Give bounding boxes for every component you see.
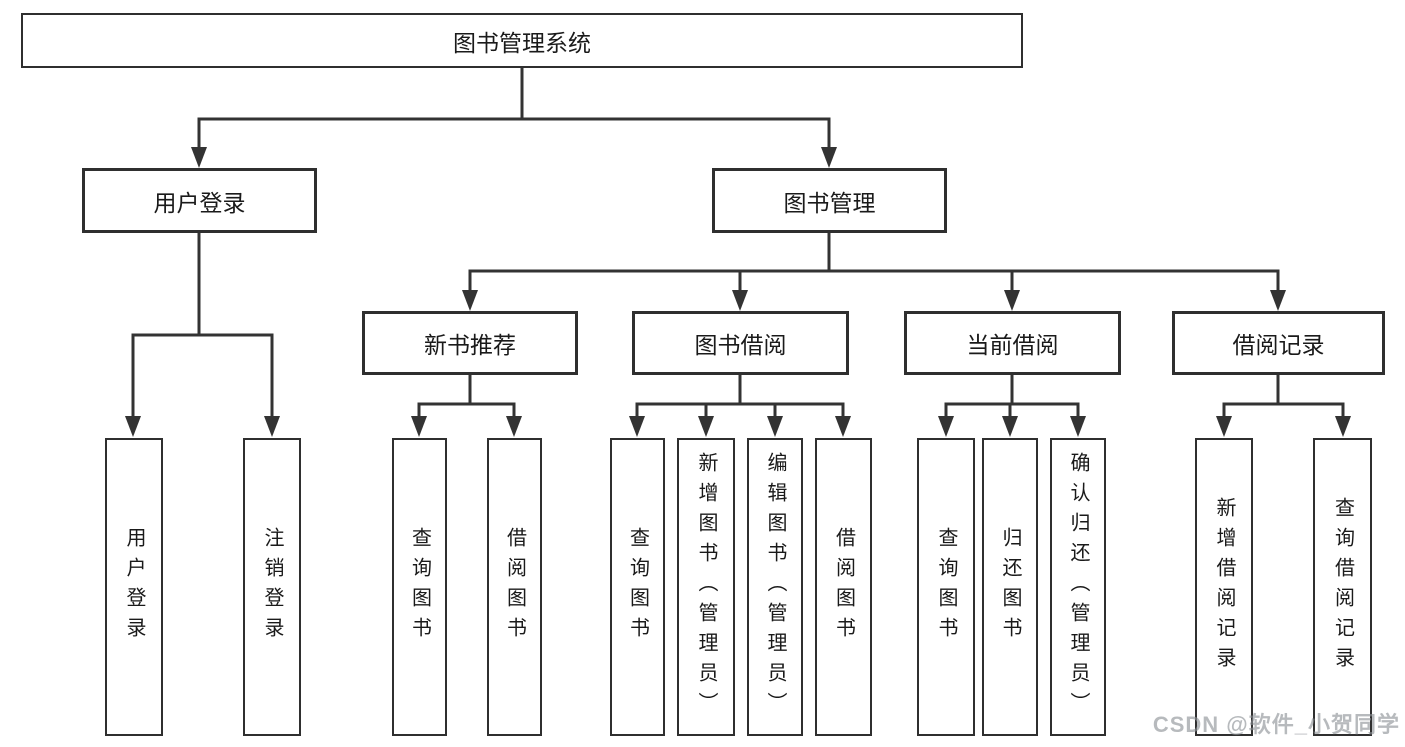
arrowhead [1335, 416, 1351, 437]
node-query-borrow-record: 查询借阅记录 [1313, 438, 1372, 736]
arrowheads [125, 147, 1351, 437]
connector-book-management-branch [468, 233, 1280, 290]
node-query-books-recommend: 查询图书 [392, 438, 447, 736]
node-label: 确认归还（管理员） [1067, 452, 1089, 722]
node-borrow-books: 借阅图书 [815, 438, 872, 736]
arrowhead [698, 416, 714, 437]
node-label: 图书管理系统 [453, 29, 591, 56]
arrowhead [1216, 416, 1232, 437]
arrowhead [264, 416, 280, 437]
node-add-book-admin: 新增图书（管理员） [677, 438, 735, 736]
arrowhead [411, 416, 427, 437]
node-label: 用户登录 [153, 189, 246, 216]
arrowhead [191, 147, 207, 168]
node-label: 归还图书 [999, 527, 1021, 647]
node-book-borrowing: 图书借阅 [632, 311, 849, 375]
node-logout: 注销登录 [243, 438, 301, 736]
connector-book-borrowing-branch [635, 375, 845, 416]
node-label: 新增借阅记录 [1213, 497, 1235, 677]
arrowhead [506, 416, 522, 437]
node-label: 图书管理 [783, 189, 876, 216]
node-query-books-borrow: 查询图书 [610, 438, 665, 736]
arrowhead [462, 290, 478, 311]
node-label: 借阅图书 [832, 527, 855, 647]
node-label: 当前借阅 [966, 332, 1059, 358]
connector-lines [131, 68, 1345, 416]
node-label: 查询图书 [626, 527, 649, 647]
node-edit-book-admin: 编辑图书（管理员） [747, 438, 803, 736]
node-return-book: 归还图书 [982, 438, 1038, 736]
node-borrowing-records: 借阅记录 [1172, 311, 1385, 375]
node-label: 借阅图书 [503, 527, 526, 647]
node-label: 新增图书（管理员） [695, 452, 717, 722]
node-borrow-books-recommend: 借阅图书 [487, 438, 542, 736]
connector-root-branch [197, 68, 831, 147]
connector-new-book-branch [417, 375, 516, 416]
node-label: 新书推荐 [424, 332, 516, 358]
node-label: 查询图书 [408, 527, 431, 647]
arrowhead [835, 416, 851, 437]
arrowhead [767, 416, 783, 437]
node-confirm-return-admin: 确认归还（管理员） [1050, 438, 1106, 736]
node-library-system: 图书管理系统 [21, 13, 1023, 68]
connector-current-borrowing-branch [944, 375, 1080, 416]
arrowhead [1070, 416, 1086, 437]
arrowhead [732, 290, 748, 311]
node-query-books-current: 查询图书 [917, 438, 975, 736]
arrowhead [629, 416, 645, 437]
node-user-login-leaf: 用户登录 [105, 438, 163, 736]
node-new-book-recommend: 新书推荐 [362, 311, 578, 375]
arrowhead [1004, 290, 1020, 311]
arrowhead [821, 147, 837, 168]
node-user-login: 用户登录 [82, 168, 317, 233]
node-label: 用户登录 [123, 527, 145, 647]
arrowhead [1270, 290, 1286, 311]
connector-user-login-branch [131, 233, 274, 416]
node-label: 查询借阅记录 [1331, 497, 1354, 677]
node-label: 图书借阅 [694, 332, 787, 358]
node-label: 编辑图书（管理员） [764, 452, 786, 722]
node-label: 借阅记录 [1232, 332, 1325, 358]
node-label: 查询图书 [935, 527, 957, 647]
arrowhead [125, 416, 141, 437]
node-book-management: 图书管理 [712, 168, 947, 233]
connector-borrowing-records-branch [1222, 375, 1345, 416]
node-current-borrowing: 当前借阅 [904, 311, 1121, 375]
node-add-borrow-record: 新增借阅记录 [1195, 438, 1253, 736]
arrowhead [938, 416, 954, 437]
arrowhead [1002, 416, 1018, 437]
node-label: 注销登录 [261, 527, 283, 647]
